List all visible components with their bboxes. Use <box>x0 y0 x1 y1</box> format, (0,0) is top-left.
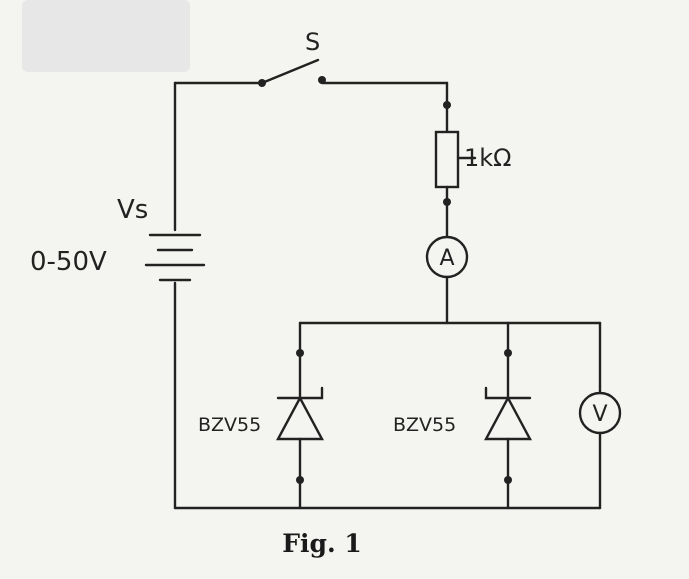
source-label: Vs <box>117 195 148 225</box>
node-resistor-bottom <box>443 198 451 206</box>
ammeter-label: A <box>439 246 454 271</box>
source-range: 0-50V <box>30 247 107 277</box>
diode-2-label: BZV55 <box>393 414 456 436</box>
figure-caption: Fig. 1 <box>282 529 362 558</box>
diode-1-label: BZV55 <box>198 414 261 436</box>
node-diode2-top <box>504 349 512 357</box>
resistor <box>434 130 460 189</box>
node-diode1-bottom <box>296 476 304 484</box>
switch-label: S <box>305 28 320 56</box>
node-resistor-top <box>443 101 451 109</box>
voltmeter-label: V <box>592 402 607 427</box>
zener-diode-2-bar <box>484 386 532 400</box>
node-diode1-top <box>296 349 304 357</box>
node-diode2-bottom <box>504 476 512 484</box>
paper-smudge <box>22 0 190 72</box>
switch-blade <box>260 58 320 85</box>
zener-diode-1-bar <box>276 386 324 400</box>
zener-diode-1 <box>275 395 325 441</box>
resistor-label: 1kΩ <box>464 144 512 172</box>
zener-diode-2 <box>483 395 533 441</box>
